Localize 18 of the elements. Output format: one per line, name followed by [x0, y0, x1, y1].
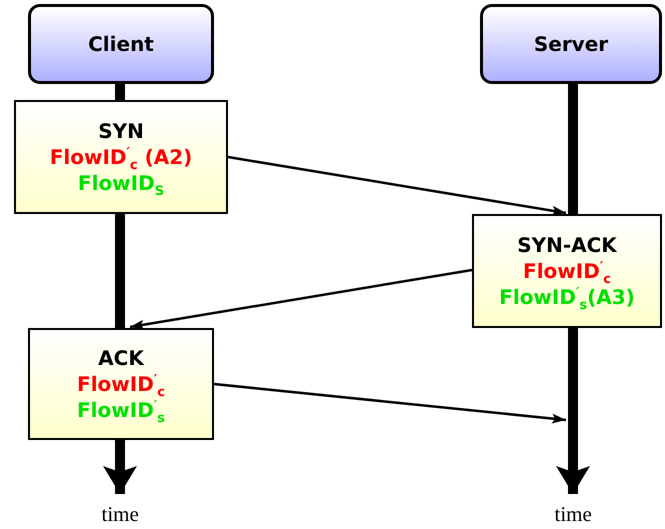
flow-id-text: FlowID$_{S}$	[78, 170, 164, 196]
participant-box	[480, 4, 662, 84]
time-label: time	[554, 502, 592, 526]
arrow	[228, 156, 566, 216]
message-box	[14, 100, 228, 214]
message-name: SYN-ACK	[517, 232, 617, 258]
message-name: ACK	[98, 345, 144, 371]
flow-id-text: FlowID$^{′}$$_{c}$ (A2)	[50, 144, 192, 170]
message-box	[28, 328, 214, 440]
flow-id-text: FlowID$^{′}$$_{s}$(A3)	[499, 284, 635, 310]
message-name: SYN	[98, 118, 144, 144]
message-box	[472, 214, 662, 328]
participant-name: Server	[534, 31, 608, 57]
arrow	[214, 382, 566, 424]
time-label: time	[102, 502, 139, 526]
participant-box	[28, 4, 214, 84]
arrow	[130, 268, 472, 330]
participant-name: Client	[88, 31, 154, 57]
